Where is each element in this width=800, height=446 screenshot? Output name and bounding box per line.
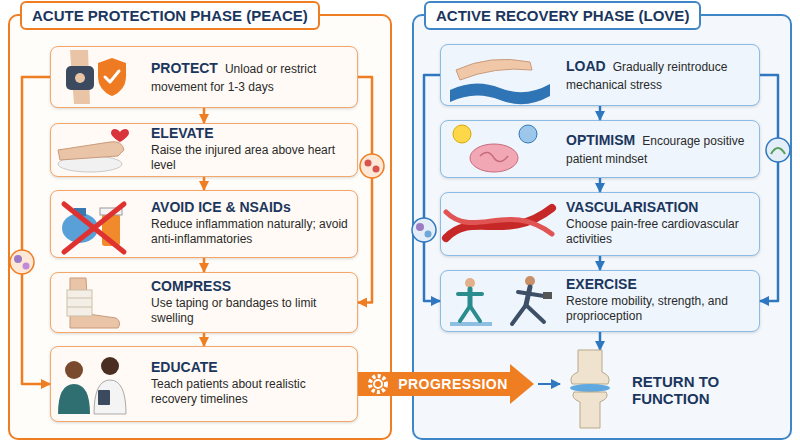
step-box: AVOID ICE & NSAIDsReduce inflammation na…: [50, 190, 358, 258]
step-description: Restore mobility, strength, and proprioc…: [566, 294, 751, 324]
phase-panel: ACUTE PROTECTION PHASE (PEACE)PROTECTUnl…: [8, 14, 392, 440]
step-box: PROTECTUnload or restrict movement for 1…: [50, 46, 358, 108]
text-flow: ELEVATE Raise the injured area above hear…: [151, 125, 349, 175]
text-flow: VASCULARISATION Choose pain-free cardiova…: [566, 199, 751, 249]
text-area: LOADGradually reintroduce mechanical str…: [566, 45, 751, 105]
text-area: PROTECTUnload or restrict movement for 1…: [151, 47, 349, 107]
step-description: Raise the injured area above heart level: [151, 143, 349, 173]
text-area: OPTIMISMEncourage positive patient minds…: [566, 121, 751, 177]
text-area: EXERCISE Restore mobility, strength, and …: [566, 271, 751, 331]
step-description: Teach patients about realistic recovery …: [151, 377, 349, 407]
text-flow: PROTECTUnload or restrict movement for 1…: [151, 59, 349, 95]
step-box: OPTIMISMEncourage positive patient minds…: [440, 120, 760, 178]
step-box: ELEVATE Raise the injured area above hear…: [50, 123, 358, 177]
text-flow: COMPRESS Use taping or bandages to limit …: [151, 278, 349, 328]
step-box: EXERCISE Restore mobility, strength, and …: [440, 270, 760, 332]
step-title: PROTECT: [151, 60, 218, 76]
text-flow: OPTIMISMEncourage positive patient minds…: [566, 131, 751, 167]
phase-heading: ACUTE PROTECTION PHASE (PEACE): [20, 1, 320, 30]
step-title: ELEVATE: [151, 125, 349, 141]
step-box: LOADGradually reintroduce mechanical str…: [440, 44, 760, 106]
text-area: COMPRESS Use taping or bandages to limit …: [151, 273, 349, 332]
step-box: EDUCATE Teach patients about realistic re…: [50, 346, 358, 422]
text-flow: EDUCATE Teach patients about realistic re…: [151, 359, 349, 409]
step-title: COMPRESS: [151, 278, 349, 294]
text-flow: RETURN TO FUNCTION: [632, 373, 744, 408]
step-title: EDUCATE: [151, 359, 349, 375]
step-description: Reduce inflammation naturally; avoid ant…: [151, 217, 349, 247]
text-area: AVOID ICE & NSAIDsReduce inflammation na…: [151, 191, 349, 257]
outcome-node: RETURN TO FUNCTION: [560, 350, 760, 430]
step-box: COMPRESS Use taping or bandages to limit …: [50, 272, 358, 333]
phase-heading: ACTIVE RECOVERY PHASE (LOVE): [424, 1, 701, 30]
outcome-label: RETURN TO FUNCTION: [632, 373, 744, 408]
step-title: LOAD: [566, 58, 606, 74]
text-area: RETURN TO FUNCTION: [632, 350, 744, 430]
text-area: EDUCATE Teach patients about realistic re…: [151, 347, 349, 421]
text-area: VASCULARISATION Choose pain-free cardiova…: [566, 193, 751, 255]
step-title: EXERCISE: [566, 276, 751, 292]
step-box: VASCULARISATION Choose pain-free cardiova…: [440, 192, 760, 256]
step-description: Use taping or bandages to limit swelling: [151, 296, 349, 326]
text-flow: LOADGradually reintroduce mechanical str…: [566, 57, 751, 93]
step-title: OPTIMISM: [566, 132, 635, 148]
text-flow: AVOID ICE & NSAIDsReduce inflammation na…: [151, 199, 349, 249]
text-area: ELEVATE Raise the injured area above hear…: [151, 124, 349, 176]
edge-label: PROGRESSION: [398, 376, 508, 392]
text-flow: EXERCISE Restore mobility, strength, and …: [566, 276, 751, 326]
step-description: Choose pain-free cardiovascular activiti…: [566, 217, 751, 247]
step-title: AVOID ICE & NSAIDs: [151, 199, 349, 215]
step-title: VASCULARISATION: [566, 199, 751, 215]
